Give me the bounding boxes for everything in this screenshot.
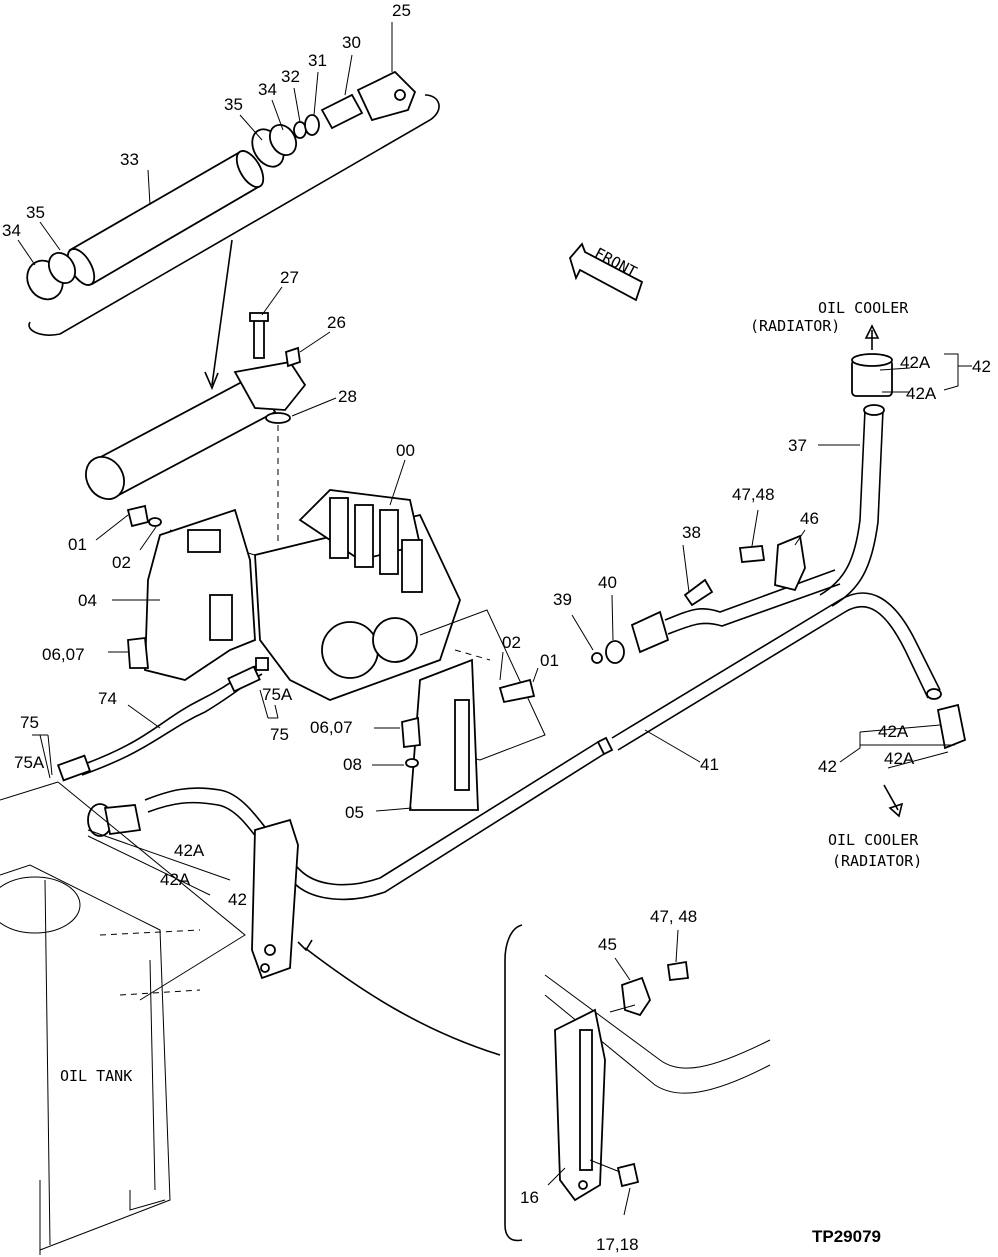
- label-42A-top-2: 42A: [906, 384, 937, 403]
- return-pipe-41: [87, 592, 942, 901]
- label-01-right: 01: [540, 651, 559, 670]
- hose-74: [32, 657, 279, 782]
- label-42A-top-1: 42A: [900, 353, 931, 372]
- label-08: 08: [343, 755, 362, 774]
- label-41: 41: [700, 755, 719, 774]
- hose-37: [818, 324, 972, 607]
- label-32: 32: [281, 67, 300, 86]
- label-45: 45: [598, 935, 617, 954]
- label-oil-tank: OIL TANK: [60, 1067, 132, 1085]
- label-40: 40: [598, 573, 617, 592]
- label-75A-left: 75A: [14, 753, 45, 772]
- front-direction-arrow: [568, 242, 644, 302]
- label-42-right: 42: [818, 757, 837, 776]
- label-75A-center: 75A: [262, 685, 293, 704]
- figure-id: TP29079: [812, 1227, 881, 1246]
- label-35-left: 35: [26, 203, 45, 222]
- label-16: 16: [520, 1188, 539, 1207]
- assembled-filter: [85, 286, 337, 545]
- label-42A-right-2: 42A: [884, 749, 915, 768]
- label-47-48-bottom: 47, 48: [650, 907, 697, 926]
- support-bracket: [251, 818, 501, 1056]
- label-06-07-left: 06,07: [42, 645, 85, 664]
- label-42A-left-2: 42A: [160, 870, 191, 889]
- bracket-detail-callout: [504, 924, 771, 1242]
- label-39: 39: [553, 590, 572, 609]
- label-radiator-bottom: (RADIATOR): [832, 852, 922, 870]
- label-oil-cooler-top: OIL COOLER: [818, 299, 909, 317]
- label-26: 26: [327, 313, 346, 332]
- label-30: 30: [342, 33, 361, 52]
- label-06-07-center: 06,07: [310, 718, 353, 737]
- label-38: 38: [682, 523, 701, 542]
- label-42A-right-1: 42A: [878, 722, 909, 741]
- filter-exploded-callout: [17, 22, 440, 391]
- label-42-left: 42: [228, 890, 247, 909]
- label-17-18: 17,18: [596, 1235, 639, 1254]
- label-00: 00: [396, 441, 415, 460]
- label-05: 05: [345, 803, 364, 822]
- right-bracket-05: [372, 609, 546, 812]
- label-25: 25: [392, 1, 411, 20]
- label-01-left: 01: [68, 535, 87, 554]
- label-28: 28: [338, 387, 357, 406]
- label-04: 04: [78, 591, 97, 610]
- label-37: 37: [788, 436, 807, 455]
- oil-tank: [0, 781, 246, 1255]
- hose-38-40: [571, 509, 841, 664]
- label-02-left: 02: [112, 553, 131, 572]
- label-34-top: 34: [258, 80, 277, 99]
- label-02-right: 02: [502, 633, 521, 652]
- label-31: 31: [308, 51, 327, 70]
- label-47-48-top: 47,48: [732, 485, 775, 504]
- label-oil-cooler-bottom: OIL COOLER: [828, 831, 919, 849]
- label-34-left: 34: [2, 221, 21, 240]
- label-42A-left-1: 42A: [174, 841, 205, 860]
- lower-right-fitting: [839, 703, 967, 818]
- label-46: 46: [800, 509, 819, 528]
- label-35-top: 35: [224, 95, 243, 114]
- label-75-center: 75: [270, 725, 289, 744]
- label-74: 74: [98, 689, 117, 708]
- label-75-left: 75: [20, 713, 39, 732]
- label-42-top: 42: [972, 357, 991, 376]
- left-bracket-04: [95, 504, 256, 681]
- label-27: 27: [280, 268, 299, 287]
- label-33: 33: [120, 150, 139, 169]
- control-valve-00: [169, 459, 461, 701]
- label-radiator-top: (RADIATOR): [750, 317, 840, 335]
